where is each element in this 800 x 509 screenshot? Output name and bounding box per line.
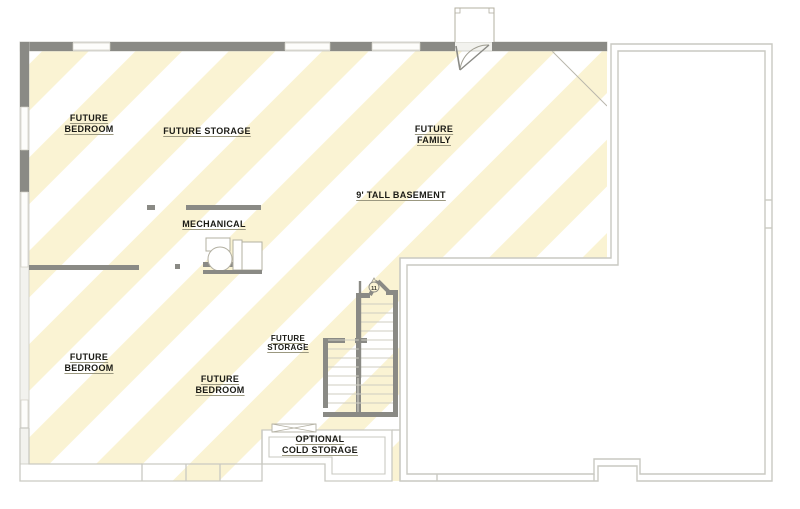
wall-segment: [110, 42, 285, 51]
svg-text:11: 11: [371, 286, 377, 292]
wall-segment: [330, 42, 372, 51]
window-icon: [20, 399, 29, 429]
garage-unexcavated-region: [399, 43, 773, 482]
support-post-group: [147, 205, 180, 269]
furnace-icon: [241, 241, 263, 271]
basement-stair[interactable]: [328, 281, 393, 412]
support-post: [175, 264, 180, 269]
window-icon: [72, 42, 111, 51]
interior-wall: [29, 265, 139, 270]
cold-storage-door[interactable]: [271, 423, 317, 433]
door-swing-arc: [459, 44, 490, 71]
interior-wall: [356, 293, 361, 417]
wall-segment: [20, 150, 29, 192]
stair-tag: 11: [368, 277, 380, 293]
door-leaf: [455, 45, 461, 71]
interior-wall: [323, 338, 328, 408]
window-top-wall-group: [72, 42, 421, 51]
interior-wall: [393, 290, 398, 417]
window-icon: [371, 42, 421, 51]
wall-segment: [20, 42, 29, 107]
exterior-wall-bottom-run: [141, 463, 263, 482]
interior-wall: [323, 412, 398, 417]
flue-duct-icon: [232, 239, 243, 271]
misc-wall-returns: [261, 258, 401, 481]
window-icon: [284, 42, 331, 51]
window-icon: [20, 191, 29, 268]
support-post: [147, 205, 155, 210]
optional-cold-storage-room: [261, 423, 393, 482]
interior-wall: [386, 290, 398, 295]
interior-wall: [356, 293, 370, 298]
exterior-entry-door[interactable]: [454, 7, 495, 71]
exterior-wall-bottom-left: [19, 427, 142, 482]
wall-segment: [20, 42, 73, 51]
water-heater-icon: [207, 246, 233, 272]
equipment-platform: [203, 270, 262, 274]
interior-wall: [186, 205, 261, 210]
window-icon: [20, 106, 29, 151]
wall-segment: [420, 42, 455, 51]
wall-segment: [492, 42, 607, 51]
mechanical-equipment-group: [203, 237, 263, 274]
